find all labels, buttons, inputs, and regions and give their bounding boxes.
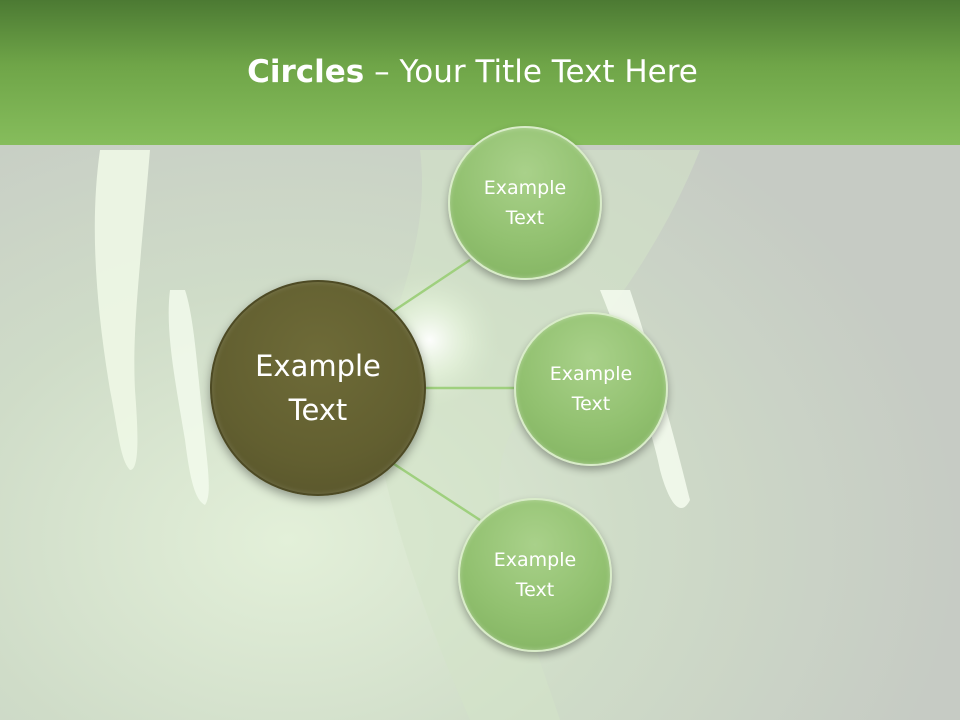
satellite-2-line1: Example: [549, 363, 633, 385]
center-circle[interactable]: Example Text: [210, 280, 426, 496]
satellite-1-line1: Example: [483, 177, 567, 199]
connector-line-1: [391, 258, 471, 314]
satellite-1-line2: Text: [505, 207, 545, 229]
center-circle-line2: Text: [288, 393, 348, 427]
title-bold-part: Circles: [247, 54, 365, 90]
title-bar: Circles – Your Title Text Here: [0, 0, 960, 145]
connector-line-3: [393, 462, 481, 522]
satellite-3-line1: Example: [493, 549, 577, 571]
hand-outline-shape: [94, 150, 150, 470]
satellite-circle-3[interactable]: Example Text: [458, 498, 612, 652]
center-circle-line1: Example: [255, 349, 381, 383]
slide-title: Circles – Your Title Text Here: [0, 54, 945, 90]
finger-shape: [168, 290, 209, 505]
satellite-circle-1[interactable]: Example Text: [448, 126, 602, 280]
title-rest-part: – Your Title Text Here: [364, 54, 698, 90]
satellite-2-line2: Text: [571, 393, 611, 415]
satellite-3-line2: Text: [515, 579, 555, 601]
satellite-circle-2[interactable]: Example Text: [514, 312, 668, 466]
